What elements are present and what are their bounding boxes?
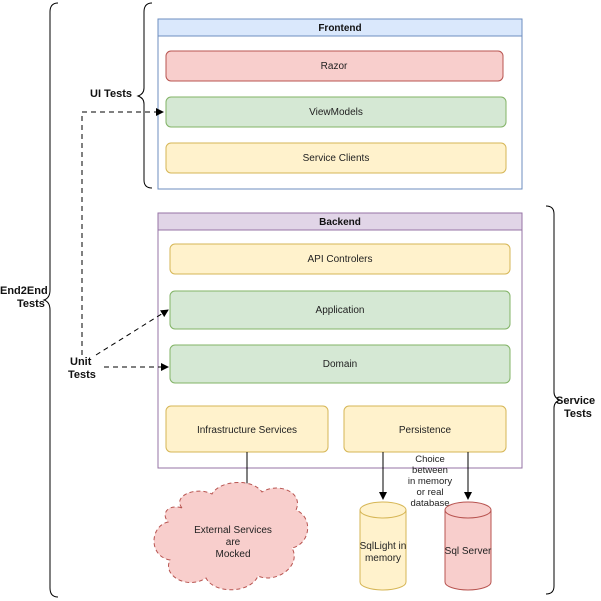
backend-title: Backend: [319, 217, 361, 228]
choice-note: Choice between in memory or real databas…: [408, 454, 453, 509]
viewmodels-label: ViewModels: [309, 107, 363, 118]
sqlite-label-2: memory: [365, 553, 401, 564]
domain-label: Domain: [323, 359, 357, 370]
external-services-line-1: External Services: [194, 525, 272, 536]
service-tests-bracket: [545, 205, 562, 595]
end2end-label-2: Tests: [17, 298, 45, 310]
service-tests-label-1: Service: [556, 395, 595, 407]
service-clients-box: Service Clients: [165, 142, 507, 174]
infrastructure-services-label: Infrastructure Services: [197, 425, 297, 436]
frontend-title: Frontend: [318, 23, 361, 34]
api-controllers-box: API Controlers: [169, 243, 511, 275]
application-box: Application: [169, 290, 511, 330]
viewmodels-box: ViewModels: [165, 96, 507, 128]
external-services-line-3: Mocked: [215, 549, 250, 560]
razor-box: Razor: [165, 50, 504, 82]
external-services-cloud: External Services are Mocked: [153, 481, 309, 591]
choice-note-line-4: or real: [417, 487, 444, 498]
ui-tests-bracket: [136, 2, 153, 189]
unit-tests-label-2: Tests: [68, 369, 96, 381]
sqlserver-label: Sql Server: [445, 546, 492, 557]
sqlite-label-1: SqlLight in: [360, 541, 407, 552]
end2end-label-1: End2End: [0, 285, 48, 297]
choice-note-line-5: database: [410, 498, 449, 509]
service-tests-label-2: Tests: [564, 408, 592, 420]
end2end-bracket: [42, 2, 59, 598]
unit-to-viewmodels-arrow: [81, 108, 164, 355]
infrastructure-services-box: Infrastructure Services: [165, 405, 329, 453]
api-controllers-label: API Controlers: [307, 254, 372, 265]
external-services-line-2: are: [226, 537, 241, 548]
choice-note-line-1: Choice: [415, 454, 445, 465]
razor-label: Razor: [321, 61, 348, 72]
unit-tests-label-1: Unit: [70, 356, 92, 368]
service-clients-label: Service Clients: [303, 153, 370, 164]
sqlite-database-icon: SqlLight in memory: [359, 501, 407, 591]
domain-box: Domain: [169, 344, 511, 384]
sqlserver-database-icon: Sql Server: [444, 501, 492, 591]
ui-tests-label: UI Tests: [90, 88, 132, 100]
choice-note-line-3: in memory: [408, 476, 453, 487]
choice-note-line-2: between: [412, 465, 448, 476]
persistence-box: Persistence: [343, 405, 507, 453]
application-label: Application: [316, 305, 365, 316]
persistence-label: Persistence: [399, 425, 452, 436]
unit-to-application-arrow: [95, 309, 169, 356]
